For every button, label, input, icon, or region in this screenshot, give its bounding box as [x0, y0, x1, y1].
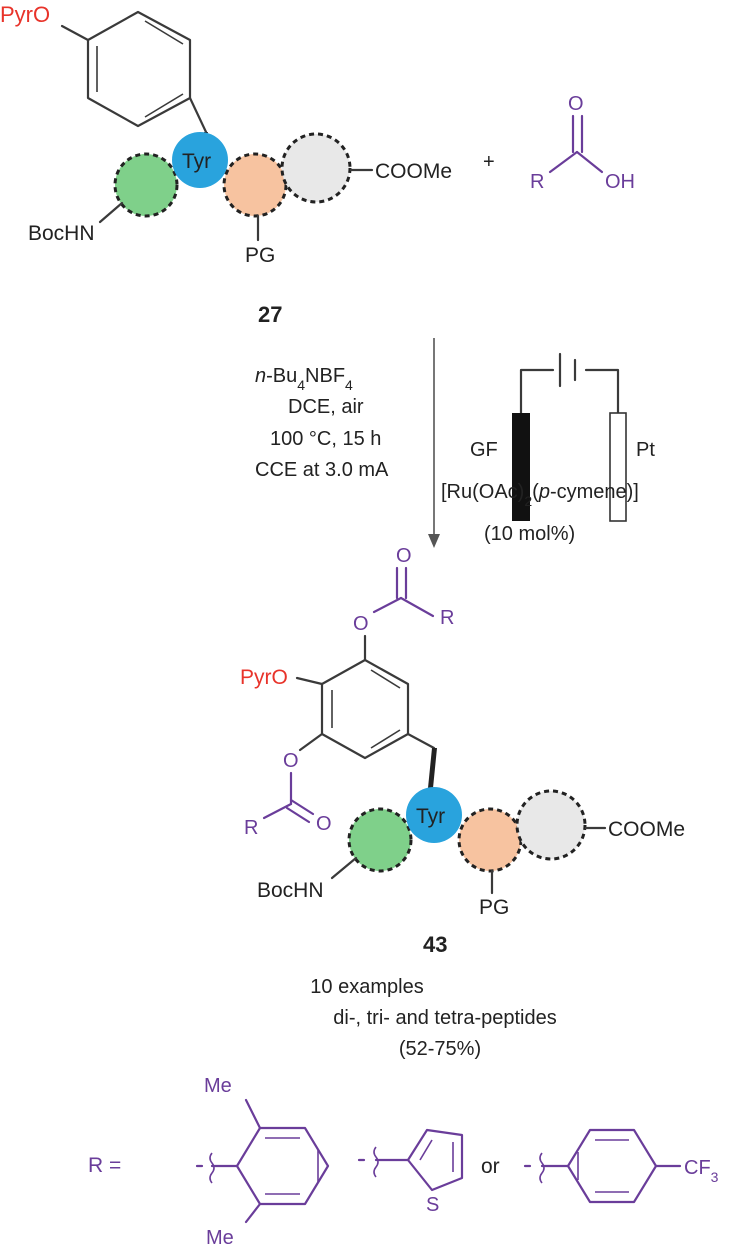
me-top: Me — [204, 1075, 232, 1097]
benzene-ring — [86, 10, 192, 128]
product-43: O R O PyrO O R O Tyr COOMe — [240, 545, 685, 957]
compound-number-27: 27 — [258, 302, 282, 327]
compound-number-43: 43 — [423, 932, 447, 957]
ch2-bond — [188, 96, 208, 134]
me-top-bond — [244, 1098, 262, 1130]
summary-peptides: di-, tri- and tetra-peptides — [333, 1007, 556, 1029]
top-r-bond — [399, 596, 435, 618]
cf3-label: CF3 — [684, 1157, 719, 1185]
pyro-bond — [295, 676, 324, 686]
product-boc-bond — [330, 856, 358, 880]
reactant-27: PyrO Tyr COOMe BocHN PG 27 — [0, 2, 452, 327]
condition-solvent: DCE, air — [288, 396, 364, 418]
left-o-bond — [298, 732, 324, 752]
left-carbonyl-bond — [285, 806, 311, 824]
plus-sign: + — [483, 151, 495, 173]
ring-inner-bond — [370, 729, 401, 749]
left-r: R — [244, 817, 258, 839]
r-equals-label: R = — [88, 1154, 121, 1177]
left-carbonyl-bond — [289, 798, 315, 816]
top-ester-o: O — [353, 613, 369, 635]
catalyst-loading: (10 mol%) — [484, 523, 575, 545]
pg-label: PG — [245, 244, 275, 267]
summary-yield: (52-75%) — [399, 1038, 481, 1060]
scope-summary: 10 examples di-, tri- and tetra-peptides… — [310, 976, 556, 1060]
ring-inner-bond — [144, 93, 184, 118]
me-bottom-bond — [244, 1202, 262, 1224]
acid-carbonyl-o: O — [568, 93, 584, 115]
product-benzene-ring — [320, 658, 410, 760]
top-o-bond — [372, 596, 403, 614]
platinum-cathode — [609, 412, 627, 522]
ester-label: COOMe — [375, 160, 452, 183]
top-r: R — [440, 607, 454, 629]
product-pg-label: PG — [479, 896, 509, 919]
product-boc-label: BocHN — [257, 879, 324, 902]
product-amino-acid-green — [347, 807, 413, 873]
anode-label: GF — [470, 439, 498, 461]
amino-acid-orange — [222, 152, 288, 218]
me-bottom: Me — [206, 1227, 234, 1247]
summary-examples: 10 examples — [310, 976, 423, 998]
product-amino-acid-grey — [515, 789, 587, 861]
acid-r: R — [530, 171, 544, 193]
catalyst-label: [Ru(OAc)2(p-cymene)] — [441, 481, 639, 509]
xylyl-ring — [235, 1126, 330, 1206]
condition-current: CCE at 3.0 mA — [255, 459, 389, 481]
acid-r-bond — [548, 150, 579, 174]
arrow-head — [428, 534, 440, 548]
product-pyro: PyrO — [240, 666, 288, 689]
ring-inner-bond — [144, 20, 184, 45]
product-wedge-bond — [428, 748, 437, 788]
or-label: or — [481, 1155, 500, 1178]
tyr-residue — [172, 132, 228, 188]
boc-bond — [98, 201, 124, 224]
tyr-label: Tyr — [182, 150, 211, 173]
sulfur-label: S — [426, 1194, 439, 1216]
product-ester-label: COOMe — [608, 818, 685, 841]
ring-inner-bond — [419, 1139, 433, 1161]
anode-wire — [519, 368, 555, 415]
product-tyr-label: Tyr — [416, 805, 445, 828]
graphite-felt-anode — [512, 413, 530, 521]
thiophene-ring — [406, 1128, 464, 1192]
boc-label: BocHN — [28, 222, 95, 245]
o-ring-bond — [60, 24, 90, 42]
acid-oh-bond — [575, 150, 604, 174]
left-carbonyl-o: O — [316, 813, 332, 835]
acid-oh: OH — [605, 171, 635, 193]
wavy-bond-icon — [209, 1152, 215, 1184]
amino-acid-grey — [280, 132, 352, 204]
top-carbonyl-o: O — [396, 545, 412, 567]
electrochemical-cell: GF Pt [Ru(OAc)2(p-cymene)] (10 mol%) — [441, 352, 655, 545]
wavy-bond-icon — [539, 1152, 545, 1184]
amino-acid-green — [113, 152, 179, 218]
carboxylic-acid: O R OH — [530, 93, 635, 193]
left-r-bond — [262, 802, 293, 820]
product-amino-acid-orange — [457, 807, 523, 873]
condition-reagent: n-Bu4NBF4 — [255, 365, 353, 393]
product-ch2-bond — [406, 732, 436, 750]
left-ester-o: O — [283, 750, 299, 772]
cathode-wire — [584, 368, 620, 415]
r-group-definitions: R = Me Me S or CF3 — [88, 1075, 719, 1247]
conditions: n-Bu4NBF4 DCE, air 100 °C, 15 h CCE at 3… — [255, 365, 389, 481]
condition-temperature: 100 °C, 15 h — [270, 428, 381, 450]
product-tyr-residue — [406, 787, 462, 843]
cathode-label: Pt — [636, 439, 655, 461]
ring-inner-bond — [370, 669, 401, 689]
pyro-label: PyrO — [0, 2, 50, 27]
wavy-bond-icon — [373, 1146, 379, 1178]
